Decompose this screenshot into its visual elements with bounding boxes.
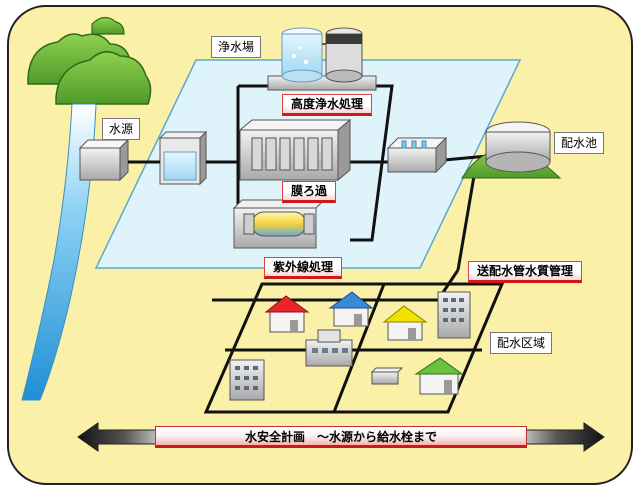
small-building-icon [370,367,404,385]
office-building-icon [229,359,265,401]
pipe-quality-management-label: 送配水管水質管理 [468,261,583,283]
water-source-label: 水源 [102,118,141,140]
advanced-treatment-icon [267,27,377,91]
uv-reactor-icon [232,199,326,249]
reservoir-icon [461,121,562,179]
public-building-icon [305,329,353,367]
distribution-reservoir-label: 配水池 [554,132,605,154]
uv-treatment-label: 紫外線処理 [264,257,343,279]
advanced-treatment-label: 高度浄水処理 [282,94,373,116]
house-icon [414,357,464,395]
distribution-area-label: 配水区域 [490,332,553,354]
house-icon [382,305,428,341]
distribution-area-outline [203,282,505,414]
membrane-filter-icon [238,118,352,182]
office-building-icon [437,291,471,339]
double-arrow-icon [77,422,605,452]
mountain-icon [27,16,152,105]
intake-box-icon [78,138,130,182]
river-icon [21,103,97,401]
water-tank-icon [158,130,208,186]
house-icon [328,291,374,327]
purification-plant-label: 浄水場 [211,36,262,58]
house-icon [264,295,310,333]
membrane-filtration-label: 膜ろ過 [282,181,337,203]
water-safety-plan-banner: 水安全計画 ～水源から給水栓まで [155,426,527,448]
clear-water-tank-icon [386,136,448,174]
